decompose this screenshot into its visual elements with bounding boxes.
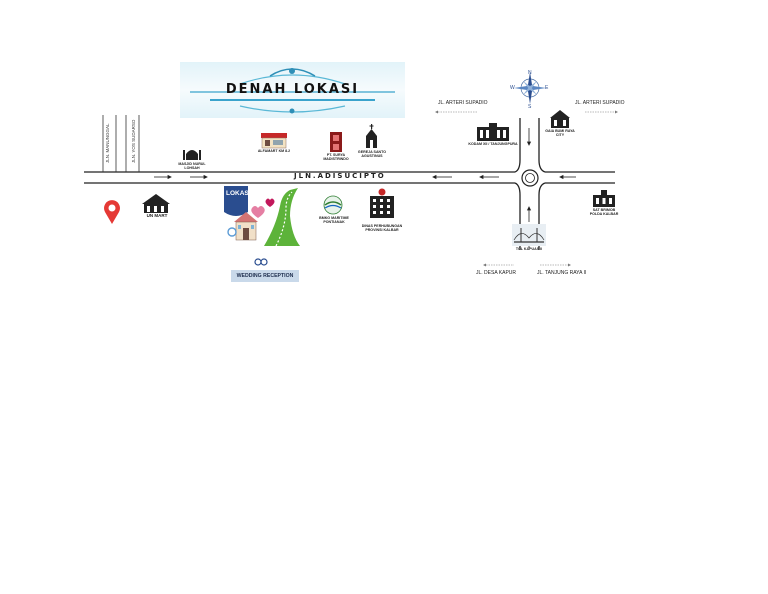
kodam-building-icon [477,123,509,141]
title-banner [180,62,405,118]
landmark-label-un-mart: UN MART [146,213,168,218]
lokasi-badge: LOKASI [226,190,251,197]
page-title: DENAH LOKASI [225,82,360,97]
landmark-label-dinas: DINAS PERHUBUNGAN PROVINSI KALBAR [361,224,403,232]
road-label-tanjung-raya: JL. TANJUNG RAYA II [537,270,587,276]
side-road-label: JLN. YOS SUDARSO [131,119,136,163]
landmark-label-gaia: GAIA BUMI RAYA CITY [545,129,575,137]
bridge-icon [512,224,546,246]
landmark-label-alfamart: ALFAMART KM 8.2 [257,149,291,153]
landmark-label-pt-surya: PT. SURYA MADISTRINDO [323,153,349,161]
landmark-label-tol-kapuas: TOL KAPUAS II [515,247,543,251]
landmark-label-sat-brimob: SAT BRIMOB POLDA KALBAR [589,208,619,216]
title-ornament-icon [190,68,395,114]
landmark-label-kodam: KODAM XII / TANJUNGPURA [468,142,518,146]
bmkg-logo-icon [323,195,343,215]
compass-s-label: S [528,104,532,110]
arrow-down-icon [526,128,532,146]
church-icon [366,124,377,148]
road-label-arteri-right: JL. ARTERI SUPADIO [575,100,625,106]
compass-icon [514,72,546,104]
landmark-label-gereja: GEREJA SANTO AGUSTINUS [357,150,387,158]
mosque-icon [183,150,201,160]
wedding-reception-label: WEDDING RECEPTION [231,270,299,282]
un-mart-icon [142,194,170,213]
compass-n-label: N [528,70,532,76]
alfamart-icon [261,133,287,149]
arrow-left-icon [432,174,576,180]
location-pin-icon [104,200,120,224]
road-label-desa-kapur: JL. DESA KAPUR [476,270,517,276]
landmark-label-masjid: MASJID NURUL LOHSAH [178,162,206,170]
landmark-label-bmkg: BMKG MARITIME PONTIANAK [319,216,349,224]
compass-e-label: E [545,85,549,91]
side-road-label: JLN. MANUNGGAL [105,123,110,163]
pt-surya-icon [330,132,342,152]
office-building-icon [370,188,394,218]
gaia-building-icon [550,110,570,128]
main-road-label: JLN.ADISUCIPTO [294,172,386,180]
road-label-arteri-left: JL. ARTERI SUPADIO [438,100,488,106]
dotted-arrow-icon [438,111,615,266]
compass-w-label: W [510,85,515,91]
wedding-venue-icon [224,186,300,266]
brimob-building-icon [593,190,615,207]
arrow-right-icon [154,174,208,180]
